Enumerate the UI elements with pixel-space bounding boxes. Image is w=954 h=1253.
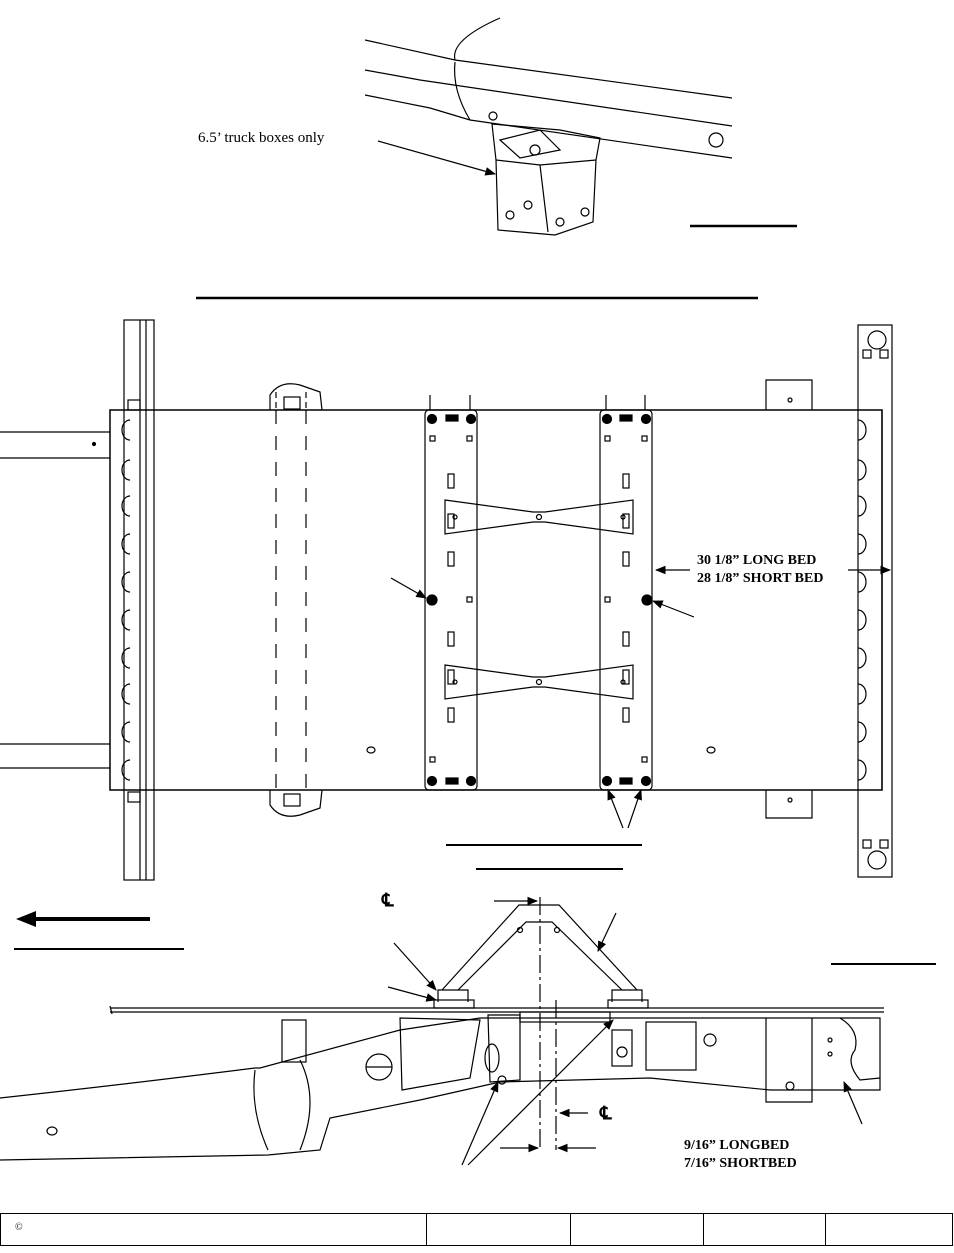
footer-cell-2 (427, 1214, 571, 1245)
plan-view (0, 319, 893, 881)
bed-floor-plate (109, 409, 883, 791)
centerline-symbol-top: ℄ (382, 890, 394, 910)
title-block-footer: © (0, 1213, 953, 1246)
right-mounting-rail (599, 395, 653, 791)
offset-dimension-line2: 7/16” SHORTBED (684, 1156, 797, 1171)
front-direction-arrow (16, 911, 150, 927)
footer-cell-5 (826, 1214, 952, 1245)
truck-box-note: 6.5’ truck boxes only (198, 130, 325, 146)
detail-frame-rail (364, 17, 733, 159)
right-bracket (611, 989, 643, 1002)
centerline-symbol-bottom: ℄ (600, 1103, 612, 1123)
note-leader (377, 140, 497, 176)
copyright-cell: © (1, 1214, 428, 1245)
left-bracket (437, 989, 469, 1002)
footer-cell-3 (571, 1214, 704, 1245)
width-dimension-line2: 28 1/8” SHORT BED (697, 571, 824, 586)
footer-cell-4 (704, 1214, 827, 1245)
left-crossmember (123, 319, 155, 881)
lower-cross-brace (444, 664, 634, 700)
width-dimension-line1: 30 1/8” LONG BED (697, 553, 817, 568)
left-tie-downs (121, 419, 131, 781)
right-crossmember (857, 324, 893, 878)
right-tie-downs (857, 419, 867, 781)
upper-cross-brace (444, 499, 634, 535)
side-view (0, 896, 884, 1166)
truck-box-bracket (491, 123, 601, 236)
copyright-symbol: © (15, 1222, 23, 1233)
left-mounting-rail (424, 395, 478, 791)
offset-dimension-line1: 9/16” LONGBED (684, 1138, 790, 1153)
